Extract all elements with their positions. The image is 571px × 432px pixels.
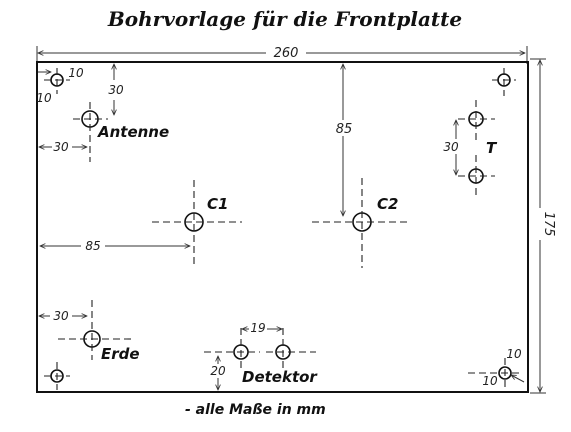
label-erde: Erde <box>101 345 140 363</box>
height-label-bg <box>533 208 549 240</box>
c1-left-label: 85 <box>85 239 100 253</box>
corner-br-right-label: 10 <box>482 374 498 388</box>
c2-top-label: 85 <box>336 122 353 137</box>
t-spacing-label: 30 <box>443 140 459 154</box>
corner-tl-left-label: 10 <box>36 91 52 105</box>
c2-top-label-bg <box>335 120 353 136</box>
hole-c1 <box>152 180 242 266</box>
label-antenne: Antenne <box>97 123 169 141</box>
hole-top-right-corner <box>492 68 516 96</box>
corner-tl-top-label: 10 <box>68 66 84 80</box>
label-c2: C2 <box>377 195 398 213</box>
label-detektor: Detektor <box>242 368 318 386</box>
corner-br-bottom-label: 10 <box>506 347 522 361</box>
front-plate-outline <box>36 61 529 393</box>
hole-bottom-left-corner <box>44 362 70 390</box>
units-note: - alle Maße in mm <box>185 402 326 418</box>
hole-t-upper <box>458 100 495 140</box>
hole-top-left-corner <box>44 68 70 94</box>
hole-detektor-left <box>204 328 260 368</box>
erde-left-label-bg <box>50 308 72 322</box>
hole-c2 <box>312 178 410 268</box>
t-spacing-label-bg <box>440 139 462 154</box>
detektor-spacing-label-bg <box>249 321 267 334</box>
c1-left-label-bg <box>81 238 105 252</box>
hole-antenne <box>73 102 108 162</box>
corner-br-arrow <box>511 375 525 383</box>
label-t: T <box>486 139 498 157</box>
antenne-left-label: 30 <box>53 140 69 154</box>
detektor-bottom-label-bg <box>210 364 226 378</box>
width-dimension-label: 260 <box>274 46 299 61</box>
height-dimension-label: 175 <box>541 212 556 237</box>
detektor-spacing-label: 19 <box>250 321 265 335</box>
antenne-top-label: 30 <box>108 83 124 97</box>
hole-detektor-right <box>266 328 316 368</box>
hole-erde <box>58 300 132 360</box>
detektor-bottom-label: 20 <box>210 364 226 378</box>
hole-bottom-right-corner <box>468 358 520 390</box>
diagram-title: Bohrvorlage für die Frontplatte <box>107 7 462 31</box>
erde-left-label: 30 <box>53 309 69 323</box>
hole-t-lower <box>458 155 495 196</box>
antenne-left-label-bg <box>52 139 72 153</box>
label-c1: C1 <box>207 195 228 213</box>
width-label-bg <box>266 44 306 60</box>
